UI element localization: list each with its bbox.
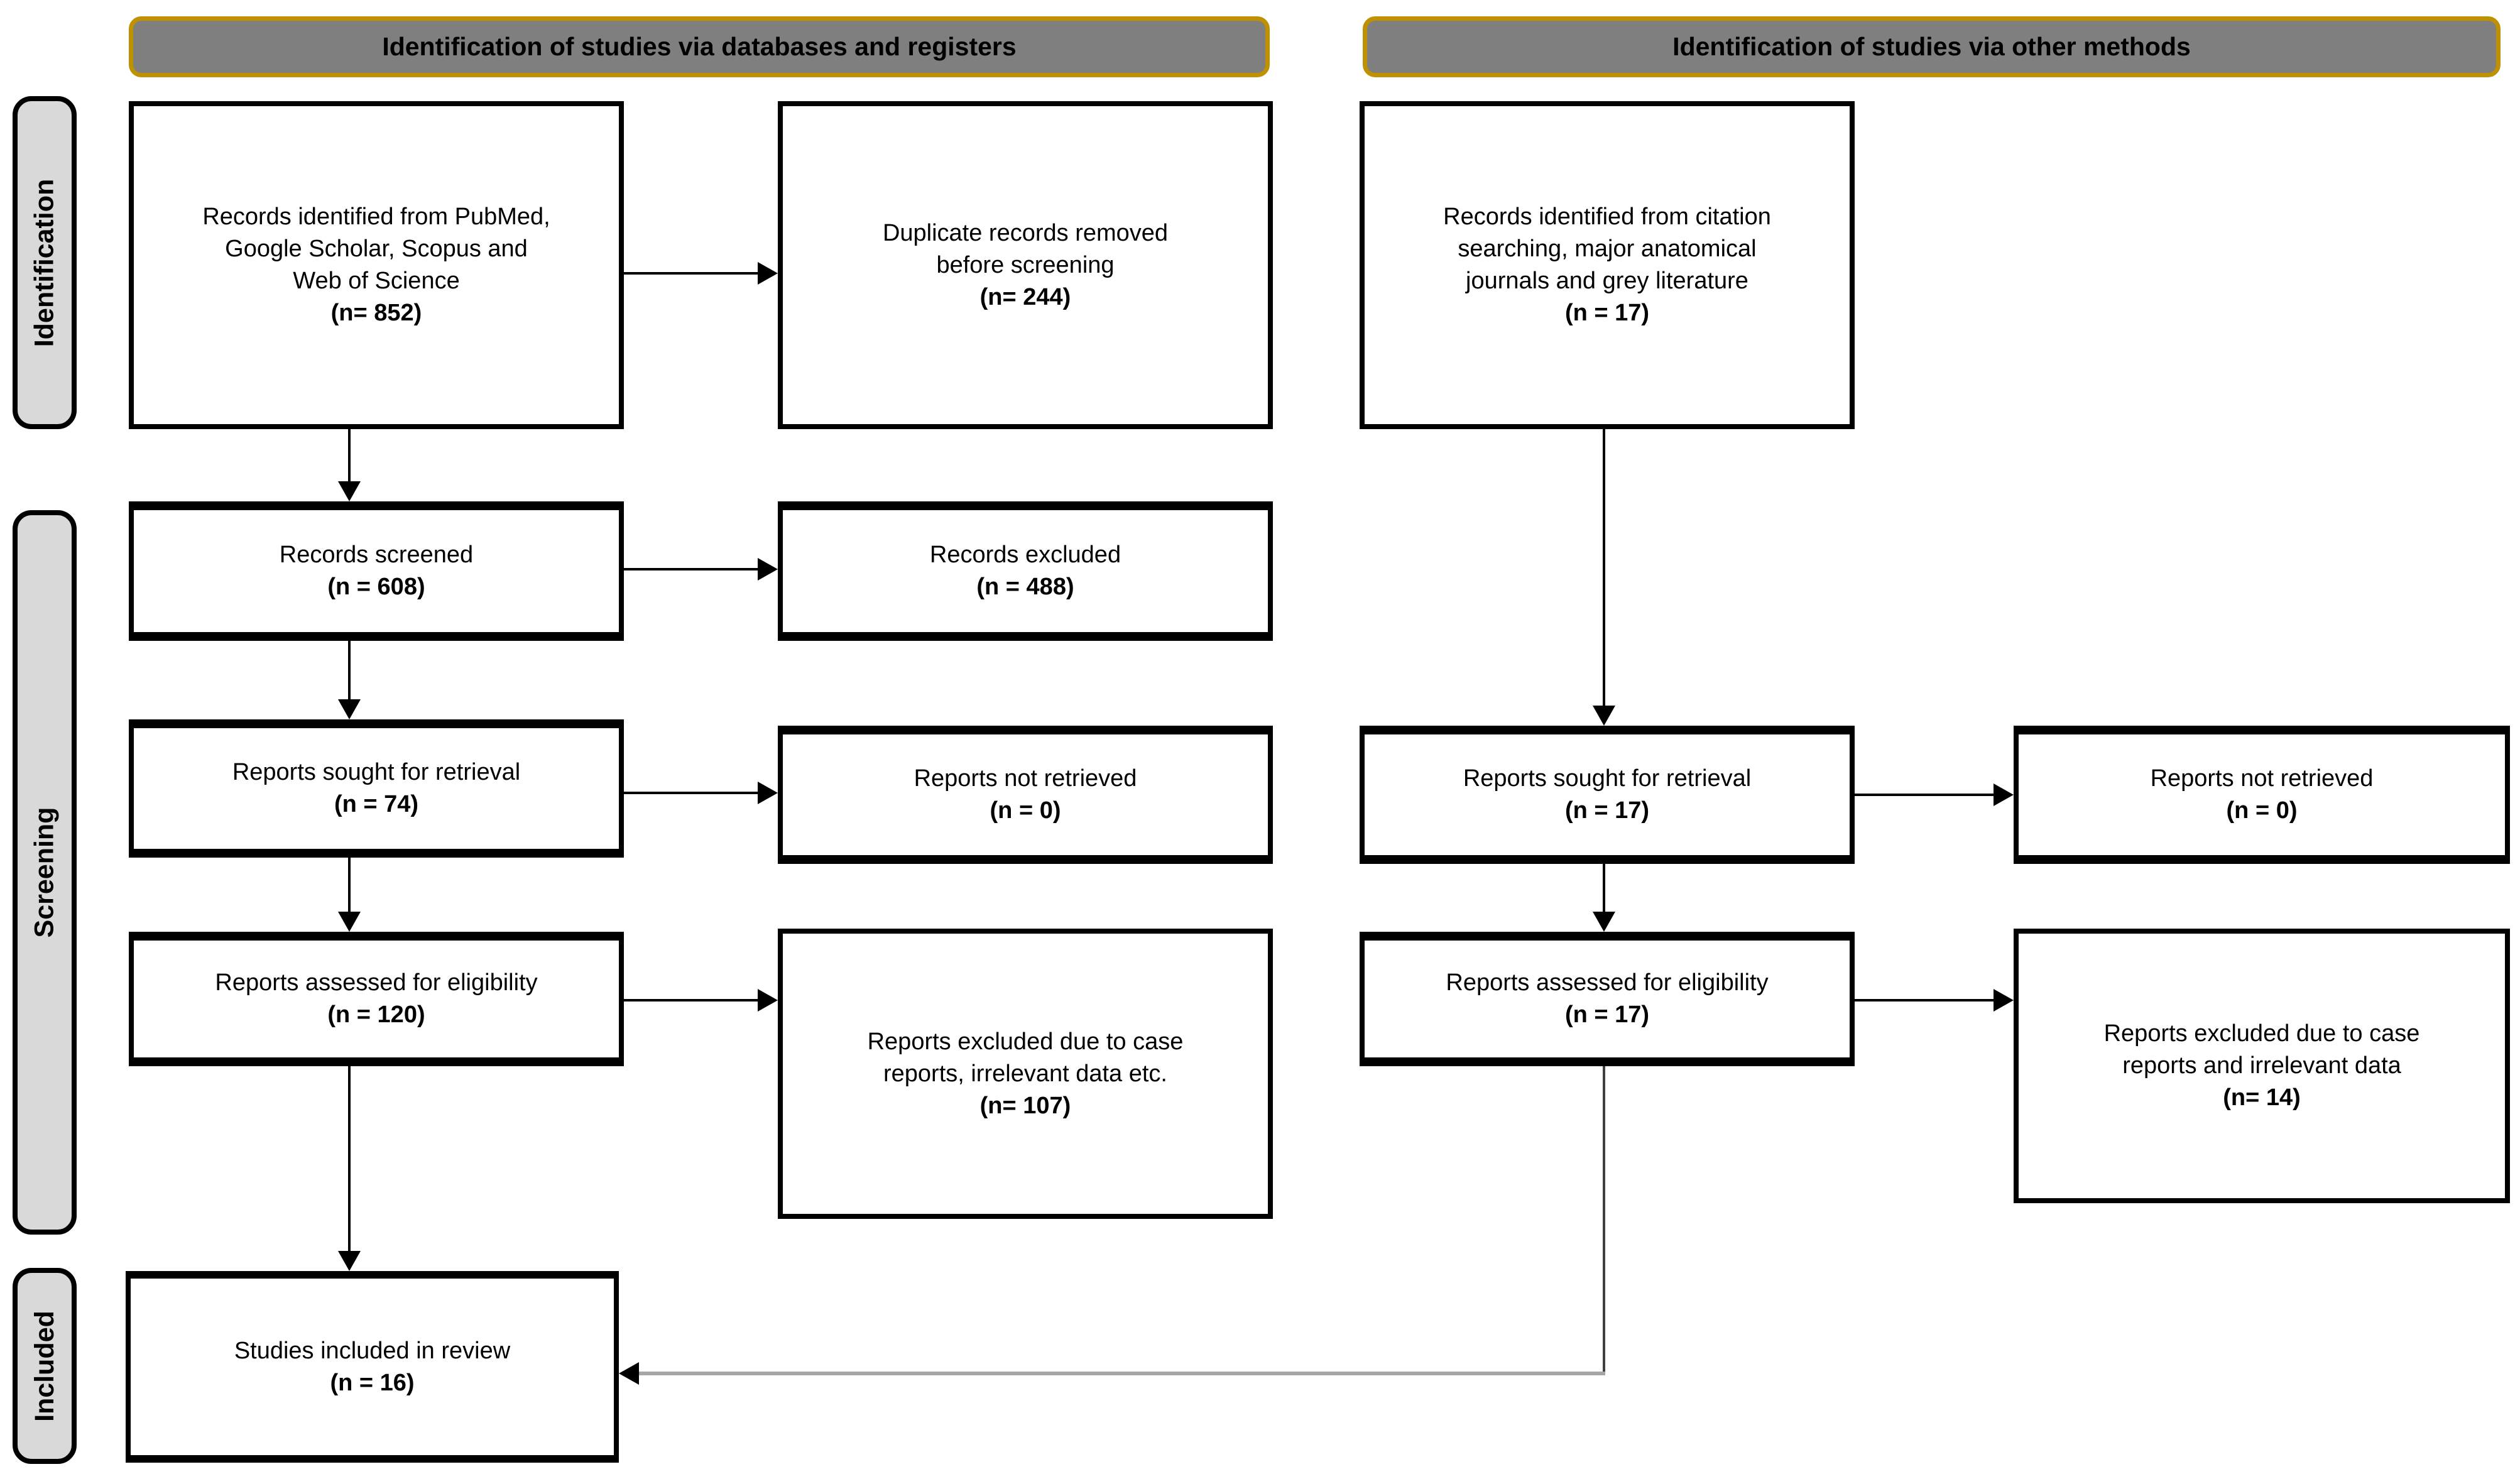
header-databases-registers: Identification of studies via databases … — [129, 16, 1270, 77]
arrow-sought-to-assessed-other-line — [1603, 864, 1605, 913]
box-studies-included: Studies included in review (n = 16) — [126, 1271, 619, 1463]
box-reports-excluded-databases: Reports excluded due to case reports, ir… — [778, 929, 1273, 1219]
box-reports-assessed-other: Reports assessed for eligibility (n = 17… — [1360, 932, 1855, 1066]
arrow-assessed-to-included-head — [338, 1251, 361, 1271]
arrow-sought-to-assessed-db-head — [338, 912, 361, 932]
arrow-citation-to-sought-line — [1603, 429, 1605, 707]
studies-included-count: (n = 16) — [330, 1369, 415, 1396]
reports-assessed-other-text: Reports assessed for eligibility — [1446, 969, 1769, 996]
box-records-identified-databases: Records identified from PubMed, Google S… — [129, 101, 624, 429]
stage-included-label: Included — [29, 1310, 60, 1422]
records-screened-count: (n = 608) — [327, 574, 425, 600]
arrow-identified-to-duplicates-line — [624, 272, 758, 275]
arrow-assessed-to-included-line — [348, 1066, 351, 1252]
stage-included: Included — [13, 1268, 77, 1464]
reports-excluded-databases-count: (n= 107) — [979, 1092, 1071, 1119]
box-reports-not-retrieved-other: Reports not retrieved (n = 0) — [2014, 726, 2510, 864]
reports-excluded-other-text: Reports excluded due to case reports and… — [2103, 1020, 2420, 1079]
reports-excluded-other-count: (n= 14) — [2223, 1084, 2301, 1111]
connector-assessed-other-to-included-line — [639, 1372, 1605, 1375]
header-other-methods-label: Identification of studies via other meth… — [1672, 32, 2191, 61]
connector-assessed-other-down-line — [1603, 1066, 1605, 1374]
arrow-sought-to-assessed-other-head — [1593, 912, 1615, 932]
box-records-screened: Records screened (n = 608) — [129, 501, 624, 641]
arrow-assessed-to-excluded-other-line — [1855, 999, 1994, 1001]
connector-assessed-other-to-included-head — [619, 1362, 639, 1385]
box-reports-sought-other: Reports sought for retrieval (n = 17) — [1360, 726, 1855, 864]
reports-sought-databases-count: (n = 74) — [334, 791, 419, 817]
duplicates-removed-count: (n= 244) — [979, 283, 1071, 310]
box-records-identified-citation: Records identified from citation searchi… — [1360, 101, 1855, 429]
records-excluded-text: Records excluded — [929, 542, 1121, 568]
arrow-screened-to-sought-head — [338, 699, 361, 719]
reports-excluded-databases-text: Reports excluded due to case reports, ir… — [867, 1028, 1184, 1087]
arrow-screened-to-sought-line — [348, 641, 351, 701]
arrow-screened-to-excluded-head — [758, 558, 778, 581]
reports-not-retrieved-other-count: (n = 0) — [2226, 797, 2298, 824]
records-identified-count: (n= 852) — [330, 300, 422, 326]
header-other-methods: Identification of studies via other meth… — [1363, 16, 2501, 77]
stage-screening-label: Screening — [29, 807, 60, 938]
arrow-screened-to-excluded-line — [624, 568, 758, 570]
arrow-sought-to-assessed-db-line — [348, 858, 351, 913]
header-databases-registers-label: Identification of studies via databases … — [382, 32, 1017, 61]
studies-included-text: Studies included in review — [234, 1337, 511, 1364]
records-screened-text: Records screened — [279, 542, 474, 568]
box-reports-excluded-other: Reports excluded due to case reports and… — [2014, 929, 2510, 1203]
reports-sought-databases-text: Reports sought for retrieval — [232, 759, 521, 785]
arrow-identified-to-screened-line — [348, 429, 351, 483]
stage-identification: Identification — [13, 96, 77, 429]
reports-not-retrieved-other-text: Reports not retrieved — [2150, 765, 2374, 792]
records-identified-text: Records identified from PubMed, Google S… — [202, 204, 550, 294]
reports-sought-other-count: (n = 17) — [1564, 797, 1650, 824]
arrow-sought-to-notretrieved-db-head — [758, 782, 778, 804]
box-reports-assessed-databases: Reports assessed for eligibility (n = 12… — [129, 932, 624, 1066]
records-excluded-count: (n = 488) — [976, 574, 1074, 600]
arrow-sought-to-notretrieved-db-line — [624, 792, 758, 794]
records-citation-count: (n = 17) — [1564, 300, 1650, 326]
box-reports-not-retrieved-databases: Reports not retrieved (n = 0) — [778, 726, 1273, 864]
box-duplicates-removed: Duplicate records removed before screeni… — [778, 101, 1273, 429]
reports-assessed-other-count: (n = 17) — [1564, 1001, 1650, 1028]
reports-assessed-databases-text: Reports assessed for eligibility — [215, 969, 538, 996]
arrow-assessed-to-excluded-db-line — [624, 999, 758, 1001]
arrow-identified-to-screened-head — [338, 481, 361, 501]
arrow-citation-to-sought-head — [1593, 706, 1615, 726]
box-reports-sought-databases: Reports sought for retrieval (n = 74) — [129, 719, 624, 858]
arrow-sought-to-notretrieved-other-line — [1855, 794, 1994, 796]
arrow-sought-to-notretrieved-other-head — [1994, 783, 2014, 806]
reports-assessed-databases-count: (n = 120) — [327, 1001, 425, 1028]
box-records-excluded: Records excluded (n = 488) — [778, 501, 1273, 641]
records-citation-text: Records identified from citation searchi… — [1443, 204, 1771, 294]
reports-not-retrieved-databases-count: (n = 0) — [990, 797, 1061, 824]
stage-screening: Screening — [13, 510, 77, 1235]
arrow-assessed-to-excluded-db-head — [758, 989, 778, 1012]
reports-sought-other-text: Reports sought for retrieval — [1463, 765, 1752, 792]
reports-not-retrieved-databases-text: Reports not retrieved — [914, 765, 1137, 792]
stage-identification-label: Identification — [29, 178, 60, 347]
arrow-assessed-to-excluded-other-head — [1994, 989, 2014, 1012]
duplicates-removed-text: Duplicate records removed before screeni… — [882, 219, 1169, 278]
arrow-identified-to-duplicates-head — [758, 262, 778, 285]
